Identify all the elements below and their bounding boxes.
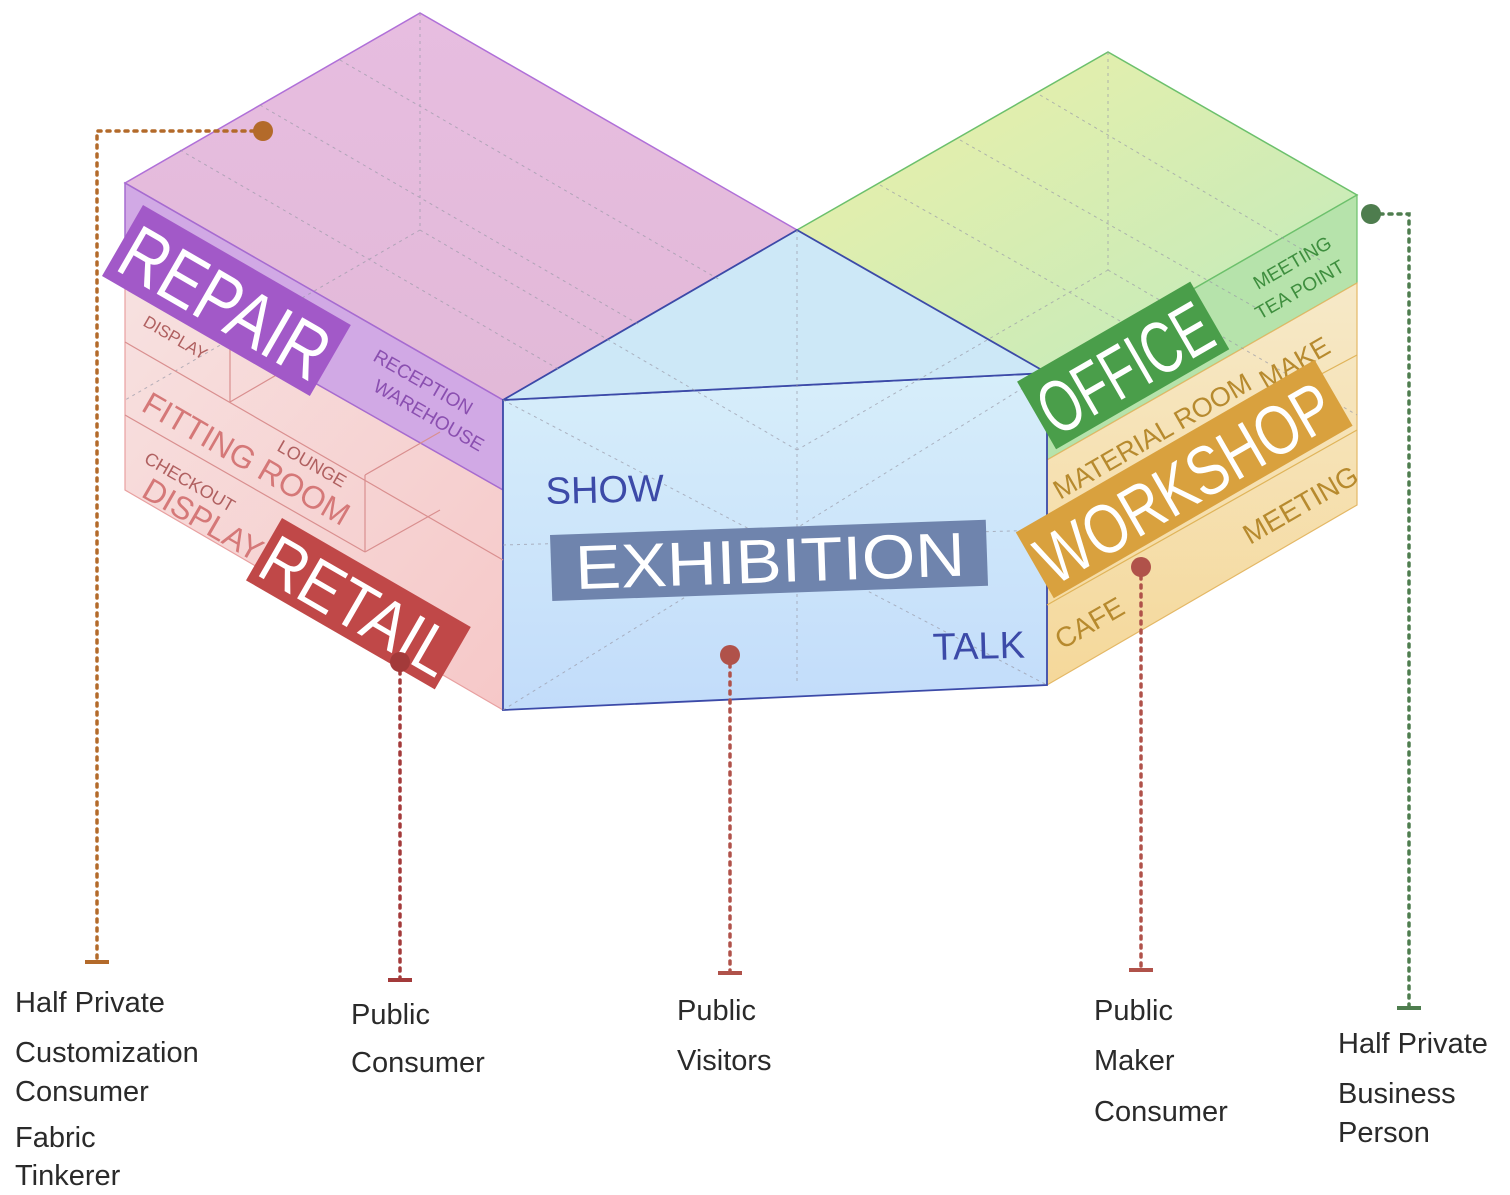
- exhibition-title-box: [550, 519, 989, 601]
- legend-retail-line-1: Public: [351, 999, 430, 1031]
- leader-repair: [85, 121, 273, 964]
- legend-repair-line-1: Half Private: [15, 987, 165, 1019]
- legend-office-line-3: Person: [1338, 1116, 1430, 1149]
- leader-workshop: [1129, 557, 1153, 972]
- leader-retail: [388, 652, 412, 982]
- office-marker-dot: [1361, 204, 1381, 224]
- retail-title-box: [245, 518, 471, 690]
- leader-office: [1361, 204, 1421, 1010]
- exhibition-marker-dot: [720, 645, 740, 665]
- office-title-box: [1017, 281, 1230, 450]
- exhibition-title-group: EXHIBITION: [550, 519, 989, 604]
- legend-exhibition-line-1: Public: [677, 995, 756, 1027]
- legend-repair: Half Private Customization Consumer Fabr…: [15, 984, 199, 1195]
- repair-marker-dot: [253, 121, 273, 141]
- legend-retail-line-2: Consumer: [351, 1047, 485, 1080]
- legend-office-line-2: Business: [1338, 1078, 1456, 1111]
- legend-repair-line-5: Tinkerer: [15, 1160, 121, 1193]
- exhibition-show-label: SHOW: [545, 468, 664, 513]
- legend-exhibition-line-2: Visitors: [677, 1045, 772, 1078]
- legend-workshop-line-1: Public: [1094, 995, 1173, 1027]
- legend-workshop-line-2: Maker: [1094, 1045, 1175, 1078]
- legend-workshop-line-3: Consumer: [1094, 1095, 1228, 1128]
- workshop-title-box: [1015, 359, 1353, 599]
- leader-exhibition: [718, 645, 742, 975]
- exhibition-title: EXHIBITION: [574, 521, 966, 604]
- retail-marker-dot: [390, 652, 410, 672]
- repair-title-box: [102, 205, 351, 397]
- exhibition-talk-label: TALK: [932, 625, 1025, 669]
- legend-workshop: Public Maker Consumer: [1094, 992, 1228, 1131]
- legend-repair-line-4: Fabric: [15, 1121, 96, 1154]
- legend-repair-line-2: Customization: [15, 1037, 199, 1070]
- legend-office: Half Private Business Person: [1338, 1025, 1488, 1152]
- legend-repair-line-3: Consumer: [15, 1075, 149, 1108]
- workshop-marker-dot: [1131, 557, 1151, 577]
- legend-retail: Public Consumer: [351, 996, 485, 1083]
- legend-exhibition: Public Visitors: [677, 992, 772, 1081]
- legend-office-line-1: Half Private: [1338, 1028, 1488, 1060]
